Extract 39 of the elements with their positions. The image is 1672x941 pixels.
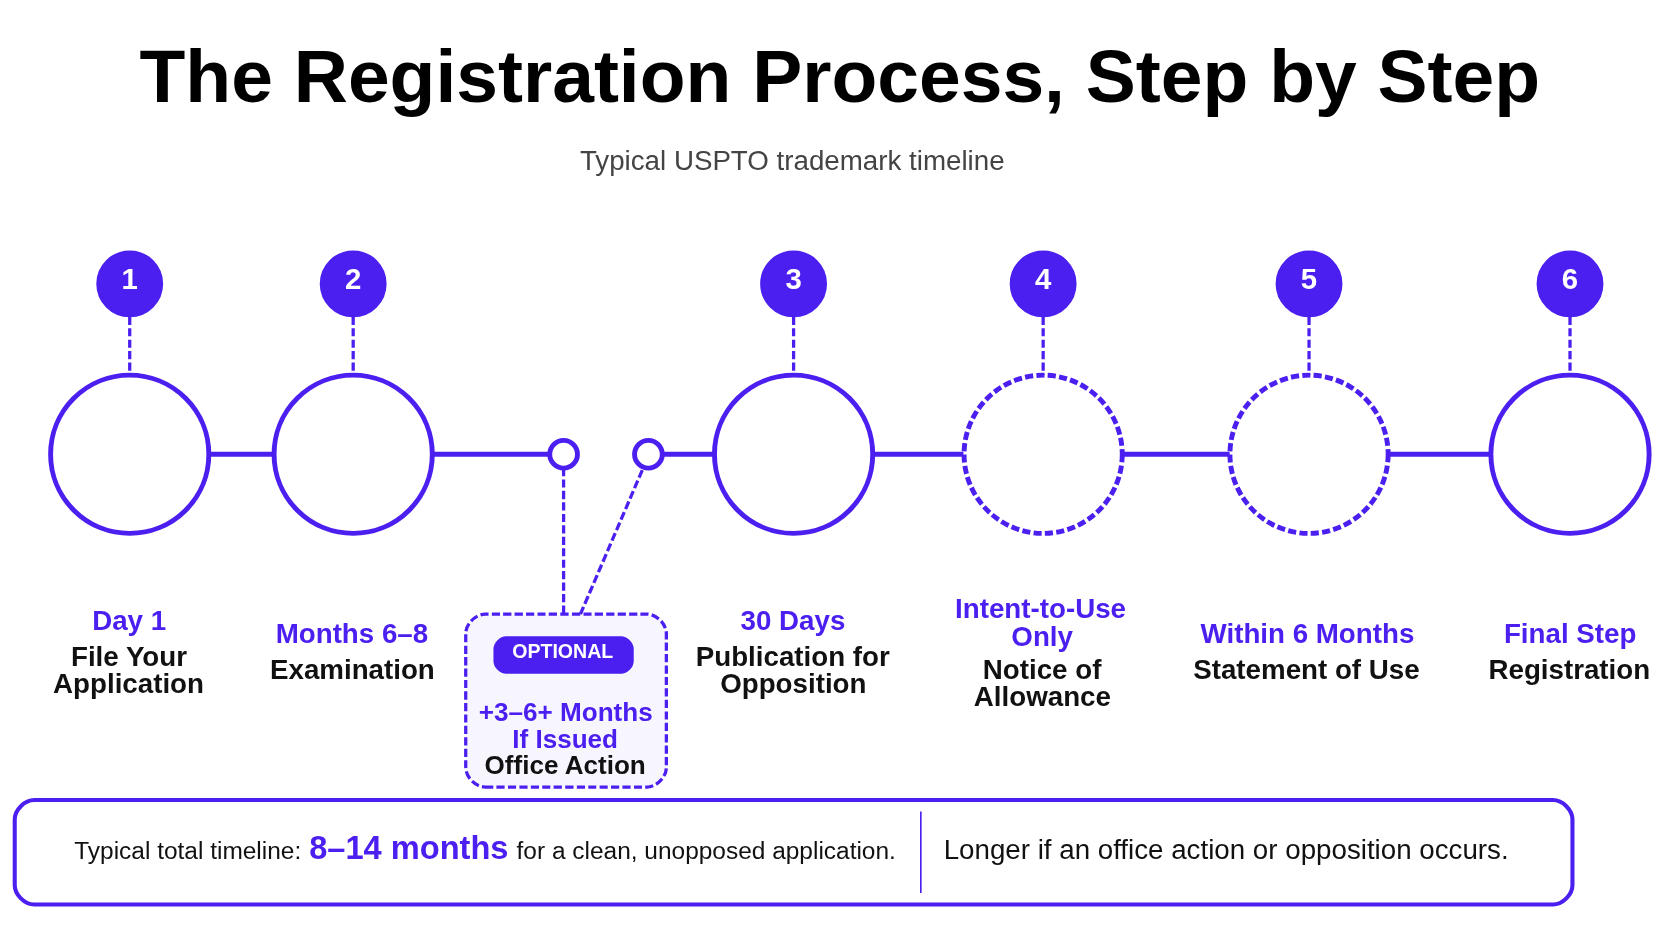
- connector: [1307, 316, 1311, 375]
- node-circle: 6: [1536, 249, 1604, 317]
- node-label: Publication for Opposition: [695, 640, 890, 699]
- node-circle: 3: [760, 249, 828, 317]
- node-circle: [271, 372, 435, 536]
- node-box: Typical total timeline: 8–14 months for a clean, unopposed application. Longer if an office action or opposition occurs.: [12, 797, 1575, 906]
- node-circle: 5: [1275, 249, 1343, 317]
- node-circle: [632, 437, 665, 471]
- node-circle: 2: [319, 249, 387, 317]
- node-circle: 4: [1009, 249, 1077, 317]
- node-label: Final Step: [1503, 617, 1637, 649]
- connector: [662, 451, 715, 457]
- label: Typical USPTO trademark timeline: [579, 144, 1005, 176]
- node-circle: [48, 372, 212, 536]
- node-label: Notice of Allowance: [973, 653, 1111, 712]
- node-label: Months 6–8: [275, 617, 429, 649]
- node-circle: 1: [96, 249, 164, 317]
- connector: [1122, 451, 1230, 457]
- node-circle: [1488, 372, 1652, 536]
- node-circle: [1227, 372, 1391, 536]
- connector: [1388, 451, 1491, 457]
- node-label: Intent-to-Use Only: [955, 592, 1126, 652]
- connector: [1041, 316, 1045, 375]
- connector: [873, 451, 964, 457]
- node-circle: [547, 437, 580, 471]
- node-box: OPTIONAL: [493, 635, 634, 674]
- node-label: Within 6 Months: [1200, 617, 1415, 649]
- connector: [561, 467, 566, 614]
- diagram-title: The Registration Process, Step by Step: [139, 33, 1541, 118]
- node-label: Statement of Use: [1193, 653, 1420, 685]
- node-label: Registration: [1488, 653, 1651, 685]
- node-label: Day 1: [92, 604, 167, 636]
- node-circle: [961, 372, 1125, 536]
- node-label: 30 Days: [740, 604, 846, 636]
- node-circle: [712, 372, 876, 536]
- connector: [432, 451, 550, 457]
- node-label: File Your Application: [53, 640, 204, 699]
- node-label: Examination: [269, 653, 435, 685]
- connector: [209, 451, 274, 457]
